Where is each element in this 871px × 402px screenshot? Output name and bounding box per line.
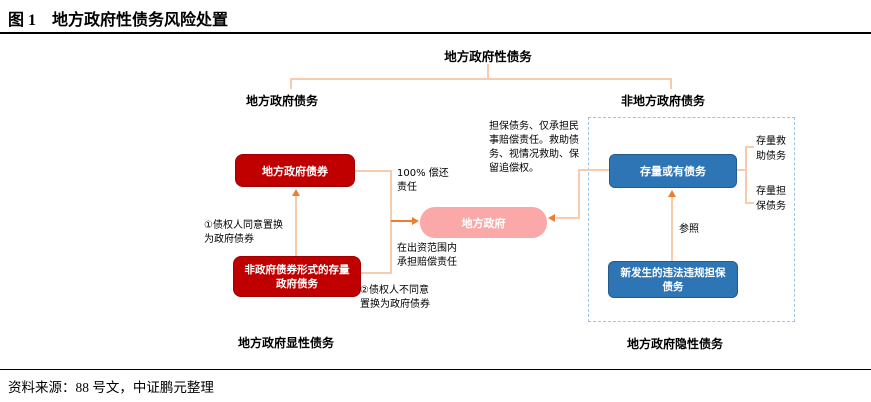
refer-label: 参照 [679, 224, 699, 235]
arrow-line-to-gov [391, 220, 412, 222]
implicit-debt-label: 地方政府隐性债务 [627, 337, 724, 351]
title-underline [0, 32, 871, 34]
swap-arrow-line [295, 196, 297, 257]
guarantee-rescue-annotation: 担保债务、仅承担民 事赔偿责任。救助债 务、视情况救助、保 留追偿权。 [489, 121, 579, 174]
tree-right-label: 非地方政府债务 [621, 94, 706, 108]
scope-liability-label: 在出资范围内 承担赔偿责任 [397, 243, 457, 268]
non-bond-stock-debt-box: 非政府债券形式的存量 政府债务 [233, 256, 361, 297]
tree-branch-line [290, 78, 672, 80]
connector-contingent-vertical [578, 169, 580, 219]
source-note: 资料来源：88 号文，中证鹏元整理 [8, 380, 214, 395]
new-illegal-guarantee-box: 新发生的违法违规担保 债务 [608, 261, 738, 298]
repay-100-label: 100% 偿还 责任 [397, 168, 449, 193]
local-gov-bond-box: 地方政府债券 [235, 154, 355, 187]
figure-title: 图 1 地方政府性债务风险处置 [8, 12, 229, 29]
bracket-bottom-arm-line [745, 202, 754, 204]
note-swap-disagree: ②债权人不同意 置换为政府债券 [360, 285, 430, 310]
refer-arrow-line [671, 197, 673, 262]
connector-contingent-left [578, 169, 609, 171]
tree-left-label: 地方政府债务 [246, 94, 319, 108]
arrowhead-left-icon [548, 214, 555, 222]
bracket-top-arm-line [745, 146, 754, 148]
connector-contingent-to-gov [556, 217, 578, 219]
connector-merge-vertical [390, 170, 392, 274]
swap-arrowhead-up-icon [292, 189, 300, 196]
bracket-stem-line [737, 169, 747, 171]
bracket-vertical-line [745, 146, 747, 204]
connector-stock-to-merge [361, 272, 392, 274]
footer-rule [0, 369, 871, 370]
connector-bond-to-merge [355, 170, 392, 172]
note-swap-agree: ①债权人同意置换 为政府债券 [204, 220, 283, 245]
implicit-dashed-frame [588, 117, 795, 322]
local-government-box: 地方政府 [420, 207, 547, 238]
tree-right-stub-line [670, 78, 672, 89]
explicit-debt-label: 地方政府显性债务 [238, 336, 335, 350]
tree-left-stub-line [290, 78, 292, 89]
arrowhead-right-icon [412, 217, 419, 225]
refer-arrowhead-up-icon [668, 190, 676, 197]
tree-root-label: 地方政府性债务 [444, 49, 532, 64]
stock-contingent-debt-box: 存量或有债务 [609, 154, 737, 188]
stock-guarantee-debt-label: 存量担保债务 [756, 186, 786, 212]
stock-rescue-debt-label: 存量救助债务 [756, 136, 786, 162]
tree-root-stub-line [487, 64, 489, 78]
